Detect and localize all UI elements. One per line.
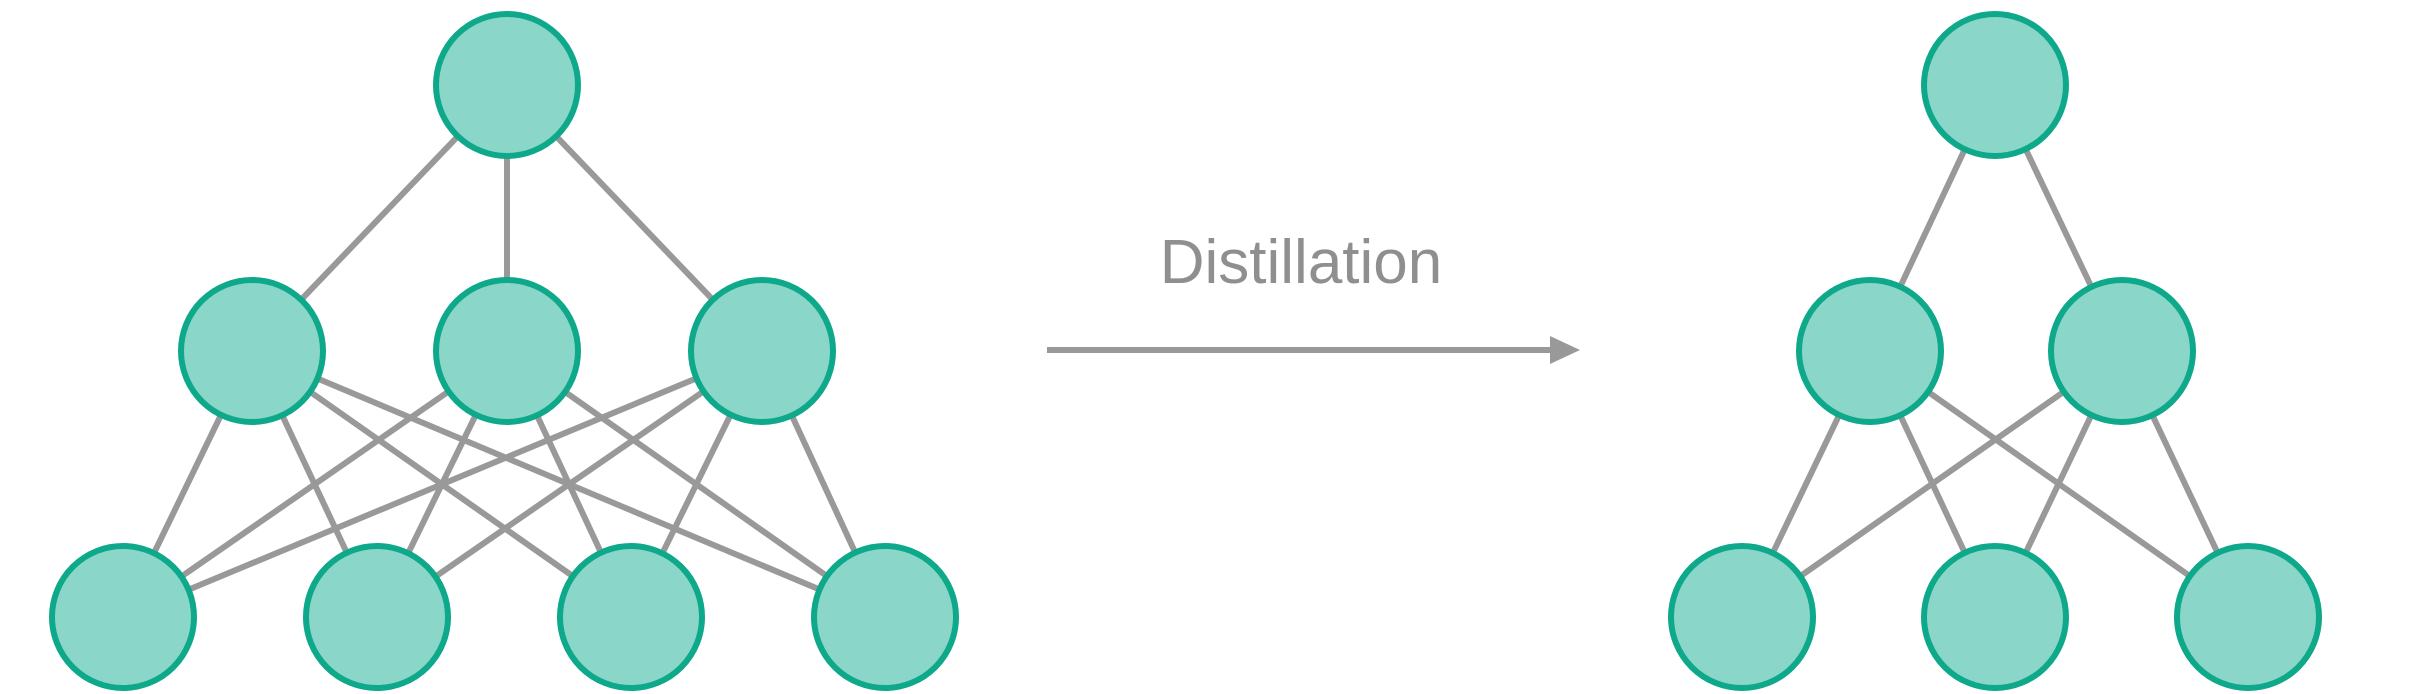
arrow-label: Distillation xyxy=(1160,228,1443,297)
arrow-head xyxy=(1550,336,1580,364)
student-hidden-node xyxy=(1796,277,1944,425)
teacher-hidden-node xyxy=(178,277,326,425)
teacher-input-node xyxy=(303,543,451,691)
student-input-node xyxy=(1668,543,1816,691)
teacher-hidden-node xyxy=(433,277,581,425)
distillation-arrow: Distillation xyxy=(1047,228,1580,364)
student-input-node xyxy=(2174,543,2322,691)
student-nodes xyxy=(1668,11,2322,691)
teacher-network xyxy=(49,11,959,691)
teacher-input-node xyxy=(49,543,197,691)
teacher-edge xyxy=(375,348,764,620)
student-network xyxy=(1668,11,2322,691)
student-hidden-node xyxy=(2048,277,2196,425)
teacher-nodes xyxy=(49,11,959,691)
student-output-node xyxy=(1921,11,2069,159)
teacher-input-node xyxy=(811,543,959,691)
teacher-edge xyxy=(121,348,764,620)
teacher-edge xyxy=(121,348,509,620)
teacher-output-node xyxy=(433,11,581,159)
teacher-input-node xyxy=(557,543,705,691)
student-input-node xyxy=(1921,543,2069,691)
student-edge xyxy=(1740,348,2124,620)
teacher-hidden-node xyxy=(688,277,836,425)
